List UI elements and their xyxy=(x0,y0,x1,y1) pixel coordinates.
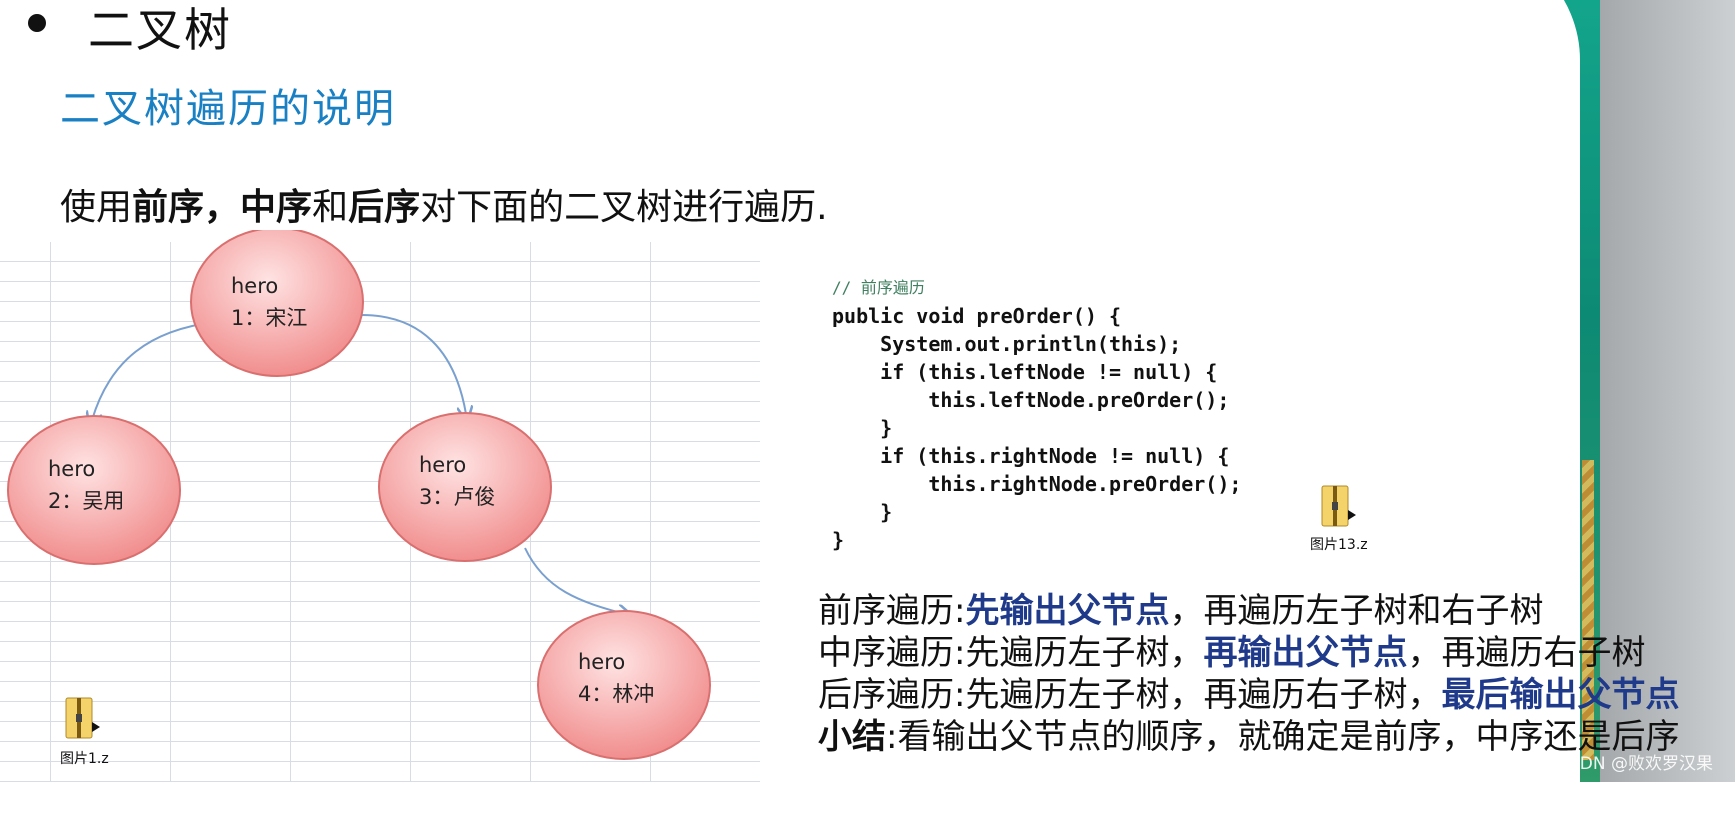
intro-text: 使用前序，中序和后序对下面的二叉树进行遍历. xyxy=(60,178,828,230)
tree-node-4-type: hero xyxy=(578,650,625,674)
tree-node-3-label: 3：卢俊 xyxy=(419,485,495,509)
code-line-3: System.out.println(this); xyxy=(832,332,1182,356)
intro-sep: ， xyxy=(204,187,241,228)
edge-1-to-2 xyxy=(92,321,216,420)
code-line-6: } xyxy=(832,416,893,440)
code-line-9: } xyxy=(832,500,893,524)
archive-file-icon[interactable] xyxy=(62,696,102,742)
edge-3-to-4 xyxy=(524,547,625,614)
intro-postorder: 后序 xyxy=(348,187,421,228)
note-inorder-a: 先遍历左子树， xyxy=(965,633,1204,673)
decorative-edge-curve xyxy=(1430,0,1580,840)
code-line-2: public void preOrder() { xyxy=(832,304,1121,328)
code-line-10: } xyxy=(832,528,845,552)
intro-prefix: 使用 xyxy=(60,187,133,228)
code-snippet: // 前序遍历 public void preOrder() { System.… xyxy=(832,272,1241,554)
file-label-left: 图片1.z xyxy=(60,751,109,767)
intro-and: 和 xyxy=(312,187,349,228)
note-inorder-rest: ，再遍历右子树 xyxy=(1407,633,1646,673)
note-postorder-a: 先遍历左子树，再遍历右子树， xyxy=(965,675,1442,715)
code-line-7: if (this.rightNode != null) { xyxy=(832,444,1230,468)
intro-preorder: 前序 xyxy=(132,187,205,228)
traversal-notes: 前序遍历:先输出父节点，再遍历左子树和右子树 中序遍历:先遍历左子树，再输出父节… xyxy=(818,590,1679,758)
intro-suffix: 对下面的二叉树进行遍历. xyxy=(420,187,828,228)
note-preorder-label: 前序遍历: xyxy=(818,591,966,631)
file-label-right: 图片13.z xyxy=(1310,537,1368,553)
note-preorder-emphasis: 先输出父节点 xyxy=(965,591,1170,631)
decorative-edge-gray xyxy=(1600,0,1735,782)
note-inorder: 中序遍历:先遍历左子树，再输出父节点，再遍历右子树 xyxy=(818,632,1679,674)
tree-node-1-type: hero xyxy=(231,274,278,298)
watermark: CSDN @败欢罗汉果 xyxy=(1557,754,1713,774)
slide-subtitle: 二叉树遍历的说明 xyxy=(60,86,396,132)
binary-tree-diagram: hero 1：宋江 hero 2：吴用 hero 3：卢俊 hero 4：林冲 xyxy=(7,230,711,760)
tree-node-4-label: 4：林冲 xyxy=(578,682,654,706)
tree-node-3-type: hero xyxy=(419,453,466,477)
tree-node-4: hero 4：林冲 xyxy=(537,610,711,760)
code-line-4: if (this.leftNode != null) { xyxy=(832,360,1218,384)
tree-node-1: hero 1：宋江 xyxy=(190,230,364,377)
code-comment: // 前序遍历 xyxy=(832,278,925,297)
note-preorder-rest: ，再遍历左子树和右子树 xyxy=(1169,591,1544,631)
note-summary-label: 小结 xyxy=(818,717,886,757)
tree-node-2-label: 2：吴用 xyxy=(48,489,124,513)
decorative-edge-stripe xyxy=(1582,460,1594,760)
note-postorder-emphasis: 最后输出父节点 xyxy=(1441,675,1680,715)
edge-1-to-3 xyxy=(361,314,466,414)
archive-file-icon[interactable] xyxy=(1318,484,1358,530)
note-inorder-emphasis: 再输出父节点 xyxy=(1203,633,1408,673)
tree-node-2: hero 2：吴用 xyxy=(7,415,181,565)
slide-heading: 二叉树 xyxy=(88,3,232,57)
note-postorder-label: 后序遍历: xyxy=(818,675,966,715)
code-line-8: this.rightNode.preOrder(); xyxy=(832,472,1242,496)
code-line-5: this.leftNode.preOrder(); xyxy=(832,388,1230,412)
bullet-icon xyxy=(28,14,46,32)
intro-inorder: 中序 xyxy=(240,187,313,228)
note-preorder: 前序遍历:先输出父节点，再遍历左子树和右子树 xyxy=(818,590,1679,632)
note-summary-rest: :看输出父节点的顺序，就确定是前序，中序还是后序 xyxy=(886,717,1680,757)
tree-node-2-type: hero xyxy=(48,457,95,481)
slide: 二叉树 二叉树遍历的说明 使用前序，中序和后序对下面的二叉树进行遍历. hero… xyxy=(0,0,1735,782)
tree-node-3: hero 3：卢俊 xyxy=(378,412,552,562)
tree-node-1-label: 1：宋江 xyxy=(231,306,307,330)
note-inorder-label: 中序遍历: xyxy=(818,633,966,673)
note-summary: 小结:看输出父节点的顺序，就确定是前序，中序还是后序 xyxy=(818,716,1679,758)
note-postorder: 后序遍历:先遍历左子树，再遍历右子树，最后输出父节点 xyxy=(818,674,1679,716)
